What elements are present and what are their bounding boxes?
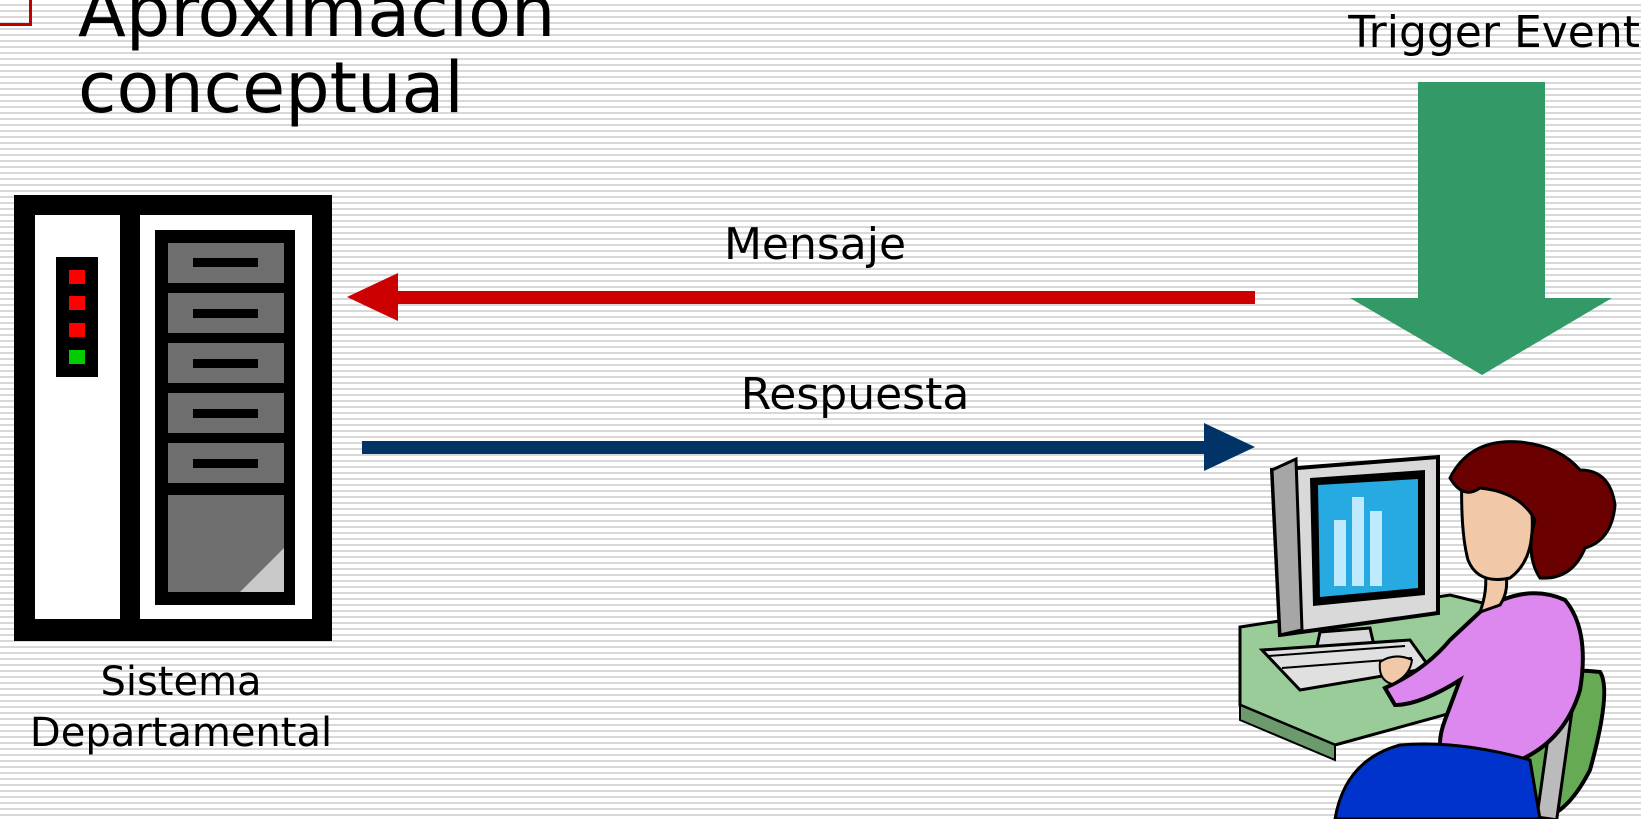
system-label-line-2: Departamental (29, 710, 333, 756)
response-label: Respuesta (740, 369, 970, 420)
slide-title: Aproximación conceptual (78, 0, 778, 126)
slide-title-line-2: conceptual (78, 47, 464, 129)
bullet-marker (0, 0, 32, 26)
system-label-line-1: Sistema (100, 659, 262, 705)
slide-title-line-1: Aproximación (78, 0, 556, 53)
system-label: Sistema Departamental (0, 657, 362, 759)
message-label: Mensaje (723, 219, 907, 270)
trigger-event-label: Trigger Event (1348, 7, 1640, 58)
